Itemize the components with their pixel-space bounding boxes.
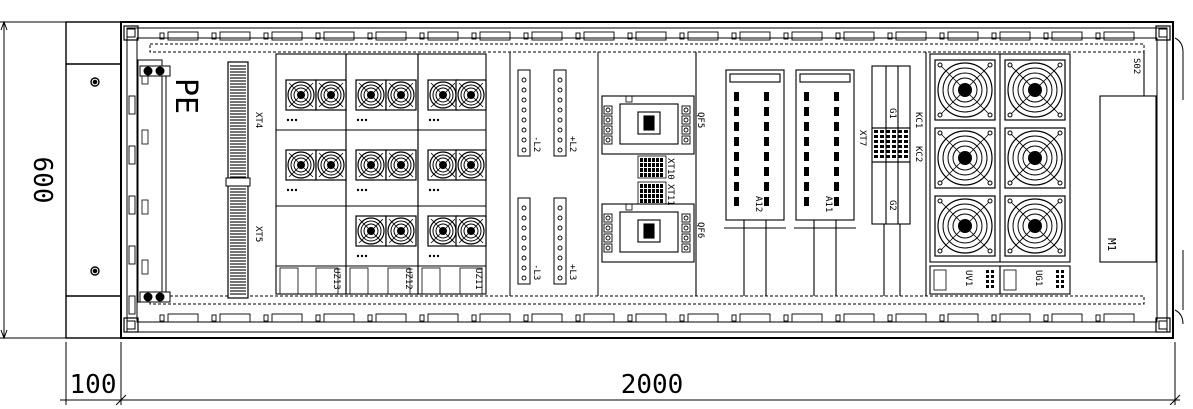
terminal-strip-xt4-xt5: [225, 61, 251, 299]
xt4-label: XT4: [253, 112, 263, 128]
fan-bank: [929, 53, 1071, 263]
cabinet-frame: [120, 21, 1184, 339]
xt7-label: XT7: [857, 130, 867, 146]
xt10-label: XT10: [665, 158, 675, 180]
m1-label: M1: [1105, 238, 1118, 251]
uz11-label: UZ11: [473, 268, 483, 290]
uv-terminal-grid: [986, 270, 1064, 288]
breaker-terminal-grids: [603, 105, 691, 253]
uv1-ug1-units: [929, 265, 1071, 295]
uv1-label: UV1: [963, 270, 973, 286]
kc1-label: KC1: [913, 112, 923, 128]
xt5-label: XT5: [253, 226, 263, 242]
uz12-label: UZ12: [403, 268, 413, 290]
l2-left-label: -L2: [531, 136, 541, 152]
a12-label: A12: [753, 196, 763, 212]
s02-label: S02: [1131, 58, 1141, 74]
power-supplies-g1-g2: [871, 52, 927, 296]
dimension-lines: [0, 20, 1181, 406]
l2-right-label: +L2: [567, 136, 577, 152]
height-dimension: 600: [27, 157, 57, 204]
pe-ground-bar: [139, 65, 171, 303]
relay-terminal-grid: [874, 130, 908, 158]
left-mounting-slots: [128, 95, 136, 315]
qf5-label: QF5: [695, 112, 705, 128]
module-vent-slots: [734, 92, 839, 206]
breakers-qf5-qf6: [601, 52, 697, 296]
g1-label: G1: [887, 108, 897, 119]
ug1-label: UG1: [1033, 270, 1043, 286]
pe-label: PE: [168, 78, 203, 114]
busbar-holes: [521, 77, 563, 281]
qf6-label: QF6: [695, 222, 705, 238]
g2-label: G2: [887, 200, 897, 211]
top-mounting-slots: [159, 31, 1135, 41]
modules-a12-a11: [724, 69, 856, 296]
uz-module-fans: [285, 79, 487, 258]
a11-label: A11: [823, 196, 833, 212]
bottom-mounting-slots: [159, 313, 1135, 323]
main-width-dimension: 2000: [621, 370, 684, 400]
kc2-label: KC2: [913, 146, 923, 162]
uz13-label: UZ13: [331, 268, 341, 290]
l3-right-label: +L3: [567, 264, 577, 280]
side-panel: [65, 21, 122, 339]
xt11-label: XT11: [665, 184, 675, 206]
busbars-l2-l3: [509, 52, 599, 296]
l3-left-label: -L3: [531, 264, 541, 280]
m1-unit: [1099, 52, 1157, 263]
side-width-dimension: 100: [70, 370, 117, 400]
